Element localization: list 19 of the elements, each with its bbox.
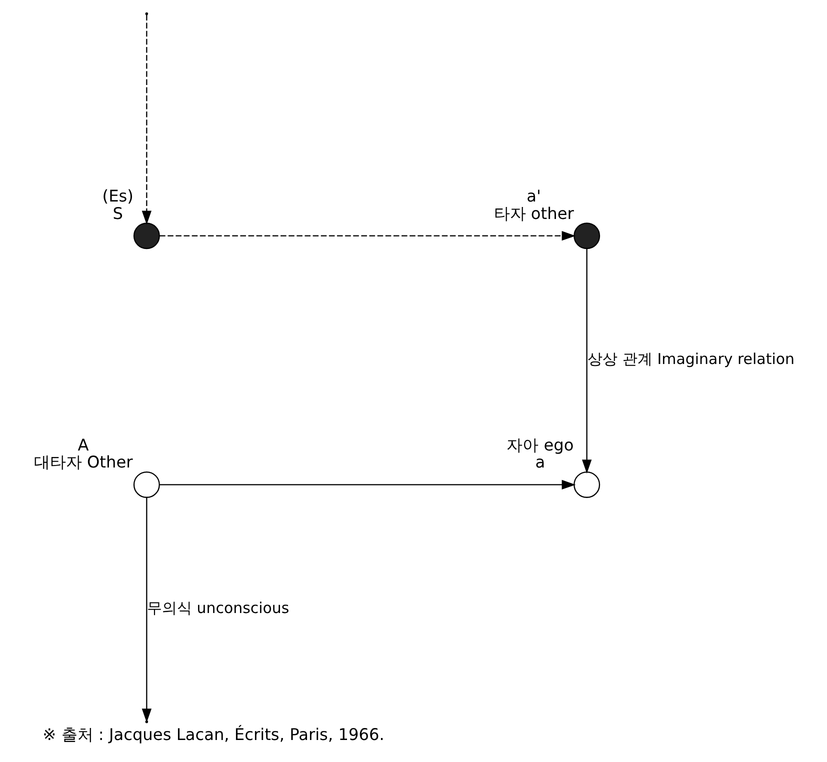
node-circle <box>573 222 600 250</box>
node-label: a <box>534 452 545 472</box>
node-label: A <box>77 435 88 454</box>
node-label: a' <box>526 186 540 206</box>
arrow <box>141 14 152 225</box>
node-circle <box>132 222 160 250</box>
caption: ※ 출처 : Jacques Lacan, Écrits, Paris, 1966. <box>42 725 384 744</box>
node-circle <box>573 471 600 498</box>
arrow <box>159 480 576 490</box>
node-label: S <box>112 204 122 223</box>
node-label: 자아 ego <box>506 435 574 454</box>
node-label: 타자 other <box>493 204 574 223</box>
edge-label: 상상 관계 Imaginary relation <box>587 350 794 368</box>
node-label: 대타자 Other <box>33 452 132 472</box>
node-label: (Es) <box>102 186 133 206</box>
arrow <box>159 230 576 241</box>
edge-label: 무의식 unconscious <box>146 599 289 618</box>
arrow <box>582 248 592 474</box>
node-circle <box>132 471 160 498</box>
